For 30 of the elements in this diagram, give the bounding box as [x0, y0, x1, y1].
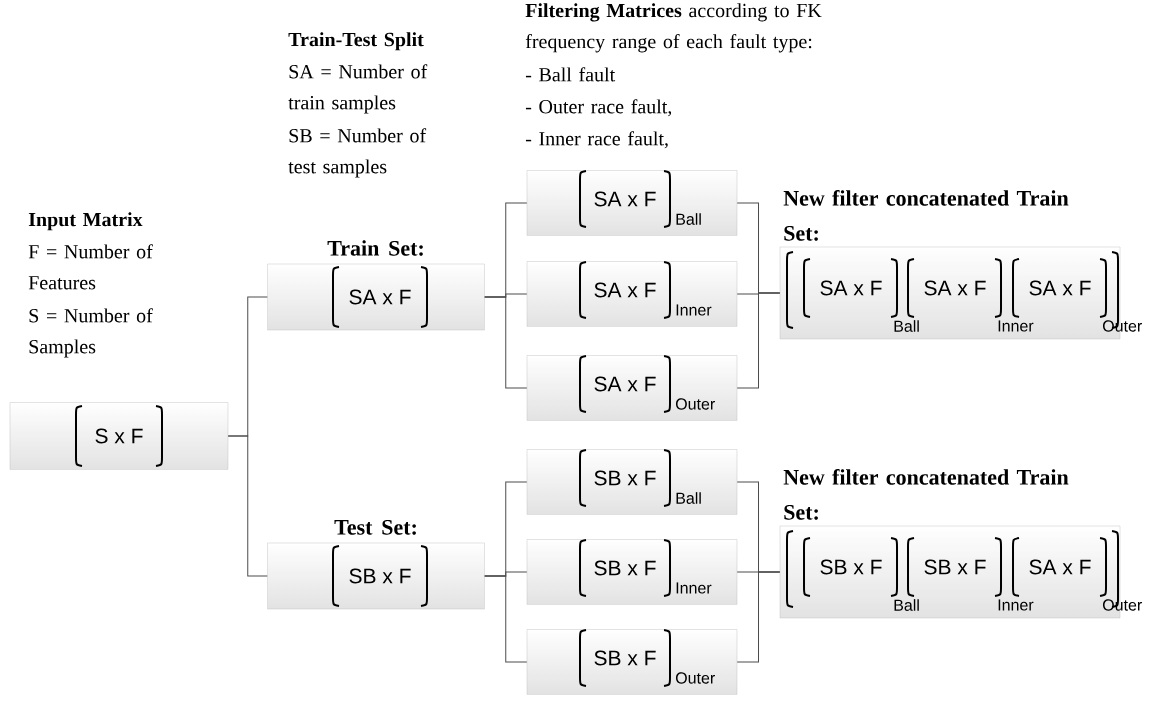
annotation-text: SB = Number of test samples — [288, 128, 427, 178]
matrix-box: SA x F — [267, 263, 485, 331]
box-heading: Test Set: — [334, 519, 416, 535]
matrix-box: SA x F Outer — [526, 355, 738, 421]
matrix-box: SB x F — [267, 542, 485, 610]
matrix-box: S x F — [9, 402, 229, 470]
matrix-box: SA x F Ball — [526, 170, 738, 236]
annotation-text: Filtering Matrices according to FK frequency range of each fault type: — [525, 3, 822, 53]
connector-line — [484, 575, 528, 663]
annotation-text: - Inner race fault, — [525, 131, 668, 149]
annotation-text: Train-Test Split — [288, 32, 424, 51]
annotation-text: - Outer race fault, — [525, 99, 672, 117]
connector-line — [736, 292, 781, 389]
box-heading: New filter concatenated Train Set: — [783, 190, 1069, 241]
matrix-box: SB x F SB x F SA x F Ball Inner Outer — [779, 525, 1142, 619]
annotation-text: - Ball fault — [525, 67, 616, 82]
connector-line — [484, 296, 528, 389]
annotation-text: SA = Number of train samples — [288, 64, 428, 114]
matrix-box: SA x F Inner — [526, 261, 738, 327]
annotation-text: F = Number of Features — [28, 244, 153, 290]
annotation-text: S = Number of Samples — [29, 308, 153, 358]
matrix-box: SB x F Outer — [526, 629, 738, 695]
connector-line — [227, 435, 268, 577]
box-heading: New filter concatenated Train Set: — [783, 469, 1069, 520]
annotation-text: Input Matrix — [28, 212, 143, 231]
connector-line — [736, 571, 781, 663]
matrix-box: SB x F Inner — [526, 539, 738, 605]
matrix-box: SB x F Ball — [526, 449, 738, 515]
box-heading: Train Set: — [327, 240, 423, 256]
matrix-box: SA x F SA x F SA x F Ball Inner Outer — [779, 246, 1142, 340]
